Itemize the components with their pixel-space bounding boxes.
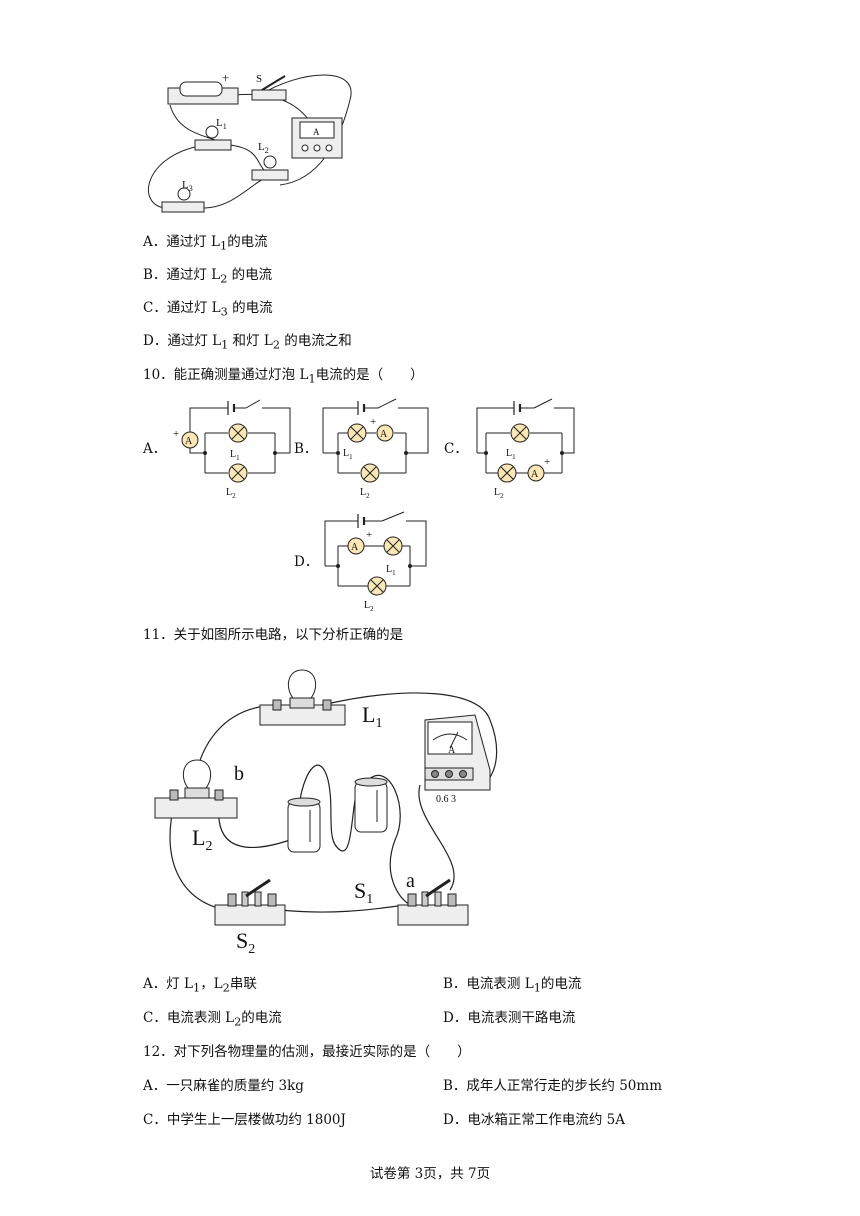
q10-option-a-letter[interactable]: A． bbox=[143, 441, 167, 457]
svg-text:A: A bbox=[380, 429, 388, 440]
lamp-icon bbox=[367, 576, 387, 596]
lamp-l2-icon bbox=[251, 155, 289, 181]
svg-text:L1: L1 bbox=[386, 564, 396, 577]
svg-text:b: b bbox=[234, 763, 244, 785]
svg-text:+: + bbox=[370, 416, 376, 428]
svg-text:A: A bbox=[185, 436, 193, 447]
svg-text:L2: L2 bbox=[192, 825, 212, 854]
svg-text:L1: L1 bbox=[216, 117, 227, 131]
q12-option-c[interactable]: C．中学生上一层楼做功约 1800J bbox=[143, 1112, 346, 1128]
lamp-l1-icon bbox=[259, 669, 346, 726]
svg-text:+: + bbox=[366, 529, 372, 541]
q11-option-b[interactable]: B．电流表测 L1的电流 bbox=[443, 976, 582, 995]
ammeter-icon: A bbox=[424, 714, 491, 791]
lamp-icon bbox=[228, 423, 248, 443]
svg-text:L1: L1 bbox=[230, 449, 240, 462]
lamp-icon bbox=[510, 423, 530, 443]
svg-text:L2: L2 bbox=[364, 600, 374, 613]
svg-text:A: A bbox=[448, 745, 456, 756]
q11-stem: 11．关于如图所示电路，以下分析正确的是 bbox=[143, 627, 404, 643]
q10-stem: 10．能正确测量通过灯泡 L1电流的是（ ） bbox=[143, 367, 424, 386]
q12-option-a[interactable]: A．一只麻雀的质量约 3kg bbox=[143, 1078, 304, 1094]
q12-stem: 12．对下列各物理量的估测，最接近实际的是（ ） bbox=[143, 1044, 471, 1060]
q9-option-c[interactable]: C．通过灯 L3 的电流 bbox=[143, 300, 273, 319]
q10-circuit-d[interactable]: A + L1 L2 bbox=[320, 508, 435, 613]
svg-text:+: + bbox=[544, 456, 550, 468]
svg-text:L1: L1 bbox=[362, 702, 382, 731]
q11-circuit-figure: L1 b L2 A 0.6 3 S2 bbox=[154, 669, 498, 957]
svg-text:A: A bbox=[351, 542, 359, 553]
switch-icon bbox=[251, 75, 287, 101]
lamp-icon bbox=[497, 463, 517, 483]
q11-option-c[interactable]: C．电流表测 L2的电流 bbox=[143, 1010, 282, 1029]
switch-s2-icon bbox=[214, 878, 286, 926]
q10-circuit-a[interactable]: A + L1 L2 bbox=[170, 395, 295, 500]
q9-circuit-figure: + S L1 L2 L3 A bbox=[148, 70, 352, 213]
svg-text:L1: L1 bbox=[506, 448, 516, 461]
svg-text:+: + bbox=[222, 70, 229, 85]
lamp-icon bbox=[347, 423, 367, 443]
lamp-icon bbox=[383, 536, 403, 556]
lamp-l3-icon bbox=[161, 187, 205, 213]
battery-icon bbox=[167, 81, 239, 105]
switch-s1-icon bbox=[397, 878, 469, 926]
svg-text:L2: L2 bbox=[258, 141, 269, 155]
lamp-icon bbox=[360, 463, 380, 483]
battery-icon bbox=[354, 777, 388, 833]
q10-circuit-b[interactable]: L1 A + L2 bbox=[318, 395, 433, 500]
page-footer: 试卷第 3页，共 7页 bbox=[369, 1166, 491, 1182]
svg-text:L2: L2 bbox=[360, 487, 370, 500]
svg-text:L2: L2 bbox=[226, 487, 236, 500]
q11-option-a[interactable]: A．灯 L1，L2串联 bbox=[143, 976, 257, 995]
svg-text:S: S bbox=[256, 73, 262, 85]
svg-text:0.6 3: 0.6 3 bbox=[436, 794, 456, 805]
q10-option-d-letter[interactable]: D． bbox=[294, 554, 319, 570]
svg-text:S1: S1 bbox=[354, 878, 373, 907]
q9-option-d[interactable]: D．通过灯 L1 和灯 L2 的电流之和 bbox=[143, 333, 352, 352]
svg-text:a: a bbox=[406, 870, 415, 892]
ammeter-icon: A bbox=[291, 117, 343, 159]
q10-circuit-c[interactable]: L1 L2 A + bbox=[472, 395, 587, 500]
svg-text:L1: L1 bbox=[343, 448, 353, 461]
q10-option-b-letter[interactable]: B． bbox=[294, 441, 318, 457]
q9-option-b[interactable]: B．通过灯 L2 的电流 bbox=[143, 267, 273, 286]
battery-icon bbox=[287, 797, 321, 853]
q9-option-a[interactable]: A．通过灯 L1的电流 bbox=[143, 234, 268, 253]
svg-text:S2: S2 bbox=[236, 928, 255, 957]
q10-option-c-letter[interactable]: C． bbox=[444, 441, 468, 457]
lamp-l1-icon bbox=[194, 125, 232, 151]
q12-option-b[interactable]: B．成年人正常行走的步长约 50mm bbox=[443, 1078, 662, 1094]
q12-option-d[interactable]: D．电冰箱正常工作电流约 5A bbox=[443, 1112, 625, 1128]
svg-text:+: + bbox=[173, 428, 179, 440]
svg-text:A: A bbox=[313, 127, 320, 137]
svg-text:L3: L3 bbox=[182, 179, 193, 193]
lamp-icon bbox=[228, 463, 248, 483]
svg-text:L2: L2 bbox=[494, 487, 504, 500]
lamp-l2-icon bbox=[154, 759, 238, 819]
q11-option-d[interactable]: D．电流表测干路电流 bbox=[443, 1010, 576, 1026]
svg-text:A: A bbox=[531, 469, 539, 480]
